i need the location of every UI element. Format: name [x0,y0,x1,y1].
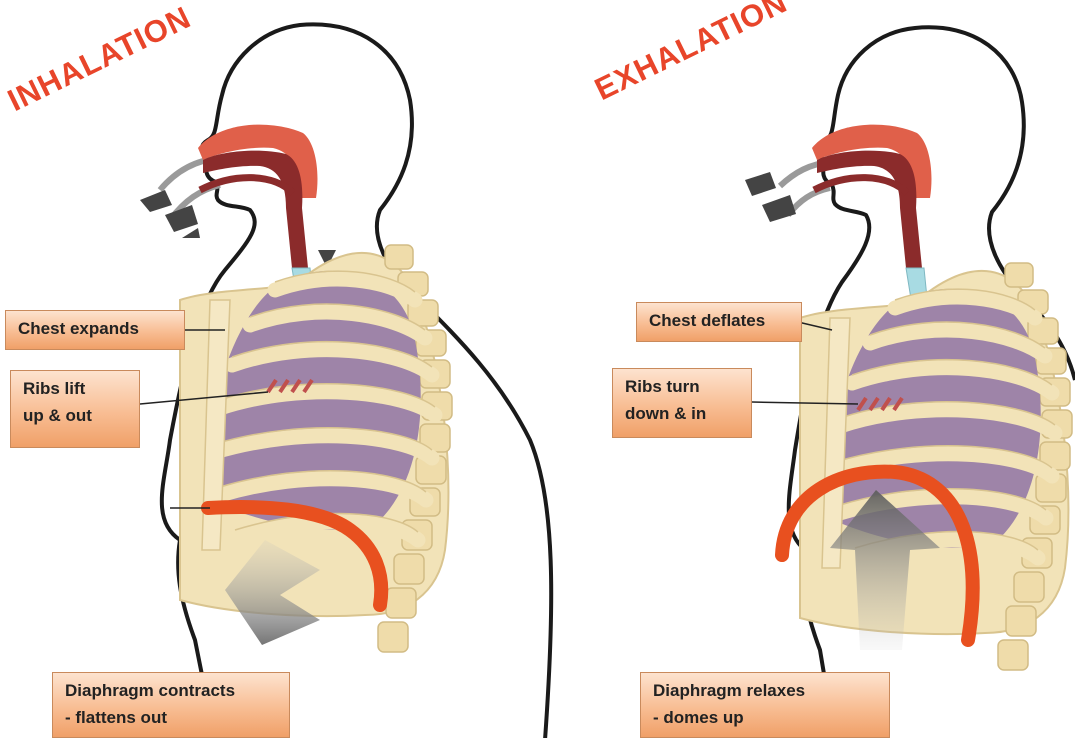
diaphragm-contracts-label-line2: - flattens out [65,708,167,727]
diaphragm-relaxes-label-line2: - domes up [653,708,744,727]
diaphragm-left [201,500,389,612]
ribs-lift-label-line1: Ribs lift [23,379,86,398]
ribs-lift-callout: Ribs lift up & out [10,370,140,448]
ribs-turn-label-line1: Ribs turn [625,377,700,396]
callout-leaders-right [751,321,859,405]
inhalation-panel [139,22,554,738]
trachea-arrow-down-icon [318,250,336,268]
diaphragm-relaxes-label-line1: Diaphragm relaxes [653,681,806,700]
diaphragm-arrow-down-icon [225,540,320,645]
diaphragm-right [775,464,980,647]
ribs-turn-label-line2: down & in [625,404,707,423]
chest-expands-callout: Chest expands [5,310,185,350]
rib-motion-marker-left [266,378,314,394]
exhalation-panel [745,25,1075,738]
ribs-turn-callout: Ribs turn down & in [612,368,752,438]
diaphragm-contracts-label-line1: Diaphragm contracts [65,681,236,700]
chest-deflates-label: Chest deflates [649,311,766,330]
chest-expands-label: Chest expands [18,319,139,338]
ribs-lift-label-line2: up & out [23,406,92,425]
rib-motion-marker-right [856,396,904,412]
diaphragm-arrow-up-icon [830,490,940,650]
diaphragm-contracts-callout: Diaphragm contracts - flattens out [52,672,290,738]
chest-deflates-callout: Chest deflates [636,302,802,342]
callout-leaders-left [139,329,269,509]
diaphragm-relaxes-callout: Diaphragm relaxes - domes up [640,672,890,738]
